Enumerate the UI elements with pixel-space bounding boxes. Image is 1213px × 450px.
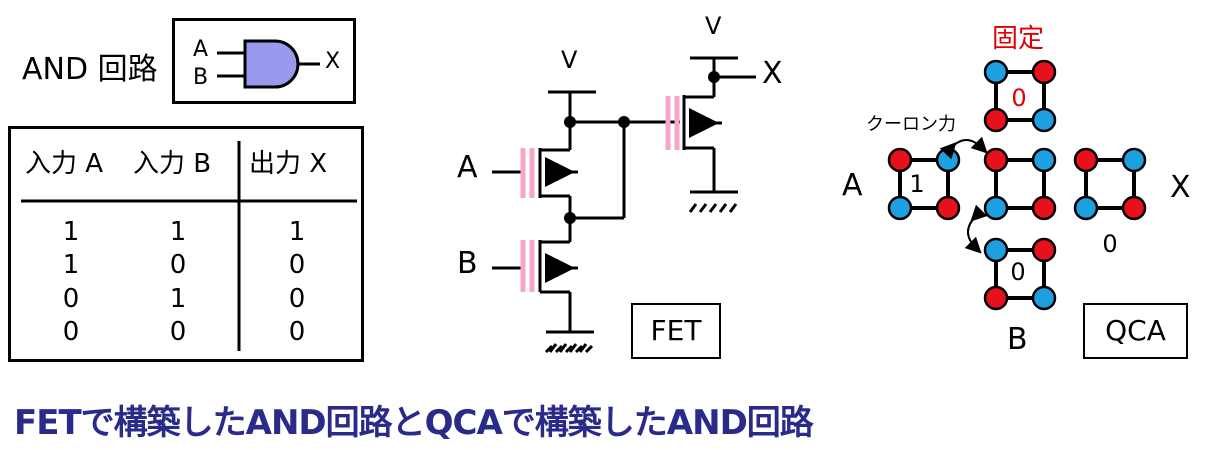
qca-cell-b xyxy=(983,237,1057,311)
gate-input-a-label: A xyxy=(193,37,209,62)
fet-label-box: FET xyxy=(631,303,721,359)
qca-quantum-dot xyxy=(1031,107,1057,133)
truth-cell: 0 xyxy=(288,284,306,314)
truth-cell: 0 xyxy=(169,250,187,280)
qca-quantum-dot xyxy=(1121,147,1147,173)
qca-quantum-dot xyxy=(983,107,1009,133)
qca-quantum-dot xyxy=(1031,285,1057,311)
truth-cell: 1 xyxy=(169,217,187,247)
qca-b-value: 0 xyxy=(1010,258,1026,286)
fet-input-a-label: A xyxy=(457,150,478,185)
qca-fixed-label: 固定 xyxy=(992,24,1045,54)
truth-cell: 0 xyxy=(288,250,306,280)
qca-output-x-label: X xyxy=(1170,170,1191,205)
qca-quantum-dot xyxy=(1031,59,1057,85)
truth-cell: 1 xyxy=(288,217,306,247)
qca-quantum-dot xyxy=(1031,195,1057,221)
qca-a-value: 1 xyxy=(909,170,925,198)
qca-quantum-dot xyxy=(983,147,1009,173)
qca-input-a-label: A xyxy=(842,168,863,203)
qca-quantum-dot xyxy=(983,59,1009,85)
fet-output-x-label: X xyxy=(762,56,783,91)
truth-header-input-b: 入力 B xyxy=(133,149,212,179)
qca-input-b-label: B xyxy=(1007,322,1028,357)
truth-header-output-x: 出力 X xyxy=(249,149,328,179)
truth-header-input-a: 入力 A xyxy=(25,149,104,179)
qca-quantum-dot xyxy=(983,285,1009,311)
gate-output-x-label: X xyxy=(325,49,341,74)
truth-cell: 1 xyxy=(62,217,80,247)
qca-label-box: QCA xyxy=(1083,303,1188,359)
qca-quantum-dot xyxy=(1031,147,1057,173)
and-gate-symbol xyxy=(217,39,320,89)
qca-quantum-dot xyxy=(1073,195,1099,221)
qca-coulomb-label: クーロン力 xyxy=(866,114,956,135)
truth-cell: 0 xyxy=(62,317,80,347)
truth-cell: 0 xyxy=(169,317,187,347)
qca-quantum-dot xyxy=(1121,195,1147,221)
and-gate-title: AND 回路 xyxy=(22,52,158,87)
qca-cell-fixed xyxy=(983,59,1057,133)
truth-cell: 1 xyxy=(62,250,80,280)
fet-supply-v-left: V xyxy=(561,46,578,74)
qca-quantum-dot xyxy=(935,195,961,221)
and-gate-shape xyxy=(243,39,300,89)
truth-cell: 1 xyxy=(169,284,187,314)
gate-input-b-label: B xyxy=(193,65,209,90)
figure-caption: FETで構築したAND回路とQCAで構築したAND回路 xyxy=(14,403,814,443)
qca-x-value: 0 xyxy=(1102,230,1118,258)
qca-cell-x xyxy=(1073,147,1147,221)
qca-quantum-dot xyxy=(1031,237,1057,263)
truth-cell: 0 xyxy=(62,284,80,314)
qca-quantum-dot xyxy=(1073,147,1099,173)
fet-input-b-label: B xyxy=(457,246,478,281)
and-gate-symbol-box: A B X xyxy=(172,18,356,104)
qca-quantum-dot xyxy=(935,147,961,173)
qca-quantum-dot xyxy=(887,195,913,221)
qca-quantum-dot xyxy=(983,195,1009,221)
fet-supply-v-right: V xyxy=(705,12,722,40)
qca-cell-center xyxy=(983,147,1057,221)
qca-fixed-value: 0 xyxy=(1011,84,1027,112)
truth-cell: 0 xyxy=(288,317,306,347)
truth-table: 入力 A 入力 B 出力 X 1 1 1 1 0 0 0 1 0 0 0 0 xyxy=(8,126,364,362)
qca-quantum-dot xyxy=(887,147,913,173)
